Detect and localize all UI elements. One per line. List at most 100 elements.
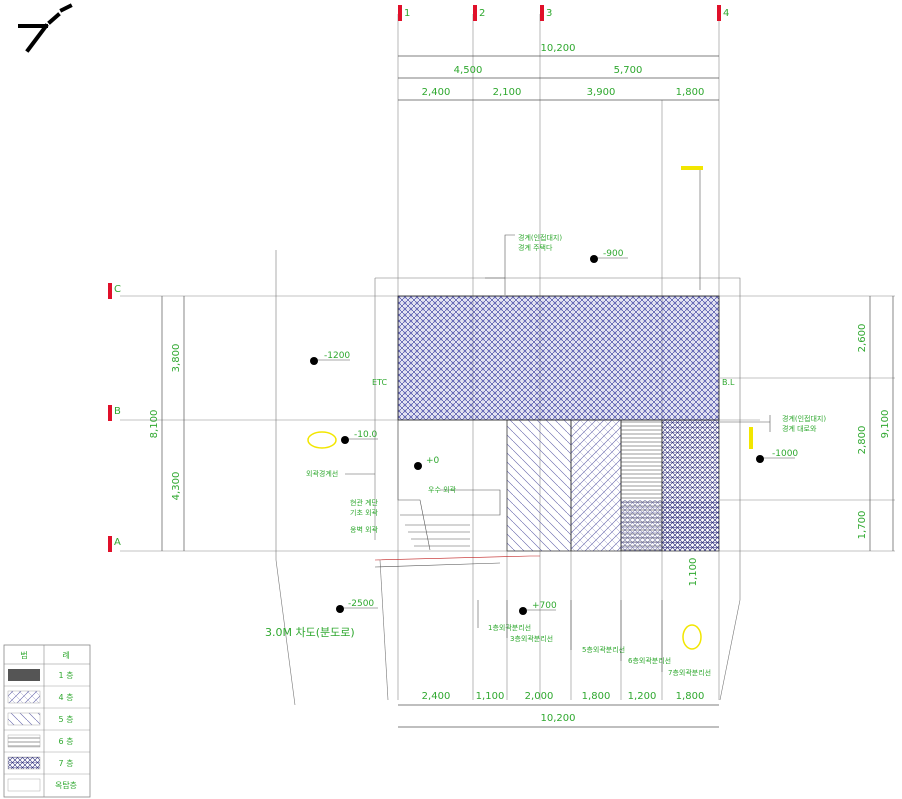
legend-header-2: 례 [62, 650, 69, 660]
grid-label-3: 3 [546, 8, 552, 19]
dim-top-mid-1: 4,500 [454, 65, 483, 76]
elevation-inner: +0 [414, 456, 440, 470]
bottom-dimensions: 2,400 1,100 2,000 1,800 1,200 1,800 10,2… [422, 691, 705, 724]
svg-text:외곽경계선: 외곽경계선 [306, 469, 338, 478]
svg-text:ETC: ETC [372, 378, 387, 387]
grid-marker-c [108, 283, 112, 299]
dim-bottom-total: 10,200 [541, 713, 576, 724]
dim-bottom-sub-2: 1,100 [476, 691, 505, 702]
svg-text:경계(인접대지): 경계(인접대지) [782, 414, 826, 423]
dim-bottom-sub-1: 2,400 [422, 691, 451, 702]
legend-header-1: 범 [20, 650, 27, 660]
side-labels: ETC B.L [372, 378, 735, 387]
dim-right-sub-1: 2,600 [857, 324, 868, 353]
legend-label-3: 5 층 [59, 715, 74, 724]
top-dimension-lines [398, 55, 719, 101]
legend-label-5: 7 층 [59, 759, 74, 768]
grid-marker-3 [540, 5, 544, 21]
svg-text:현관 계단: 현관 계단 [350, 498, 379, 507]
svg-text:-2500: -2500 [348, 599, 374, 609]
grid-label-2: 2 [479, 8, 485, 19]
area-zone-a [506, 419, 572, 552]
dim-top-sub-1: 2,400 [422, 87, 451, 98]
svg-text:+700: +700 [532, 601, 557, 611]
elevation-markers: -900 -1200 -10.0 +0 -1000 -2500 [307, 249, 798, 615]
grid-marker-1 [398, 5, 402, 21]
grid-marker-b [108, 405, 112, 421]
elevation-left-mid: -10.0 [307, 430, 378, 449]
dim-bottom-sub-3: 2,000 [525, 691, 554, 702]
legend-swatch-4 [7, 734, 41, 748]
svg-text:3층외곽분리선: 3층외곽분리선 [510, 634, 553, 643]
top-dimensions: 10,200 4,500 5,700 2,400 2,100 3,900 1,8… [422, 43, 705, 98]
dim-top-sub-4: 1,800 [676, 87, 705, 98]
north-arrow-icon [18, 3, 73, 53]
dim-top-sub-2: 2,100 [493, 87, 522, 98]
elevation-right: -1000 [756, 449, 798, 463]
svg-text:5층외곽분리선: 5층외곽분리선 [582, 645, 625, 654]
legend-label-4: 6 층 [59, 737, 74, 746]
svg-text:6층외곽분리선: 6층외곽분리선 [628, 656, 671, 665]
svg-text:옹벽 외곽: 옹벽 외곽 [350, 525, 379, 534]
dim-right-total: 9,100 [880, 410, 891, 439]
bottom-notes: 1층외곽분리선 3층외곽분리선 5층외곽분리선 6층외곽분리선 7층외곽분리선 [477, 600, 711, 677]
top-note: 경계(인접대지) 경계 주택다 [485, 233, 562, 295]
svg-text:1층외곽분리선: 1층외곽분리선 [488, 623, 531, 632]
building-floor-areas [397, 295, 720, 552]
column-grid-markers: 1 2 3 4 [398, 5, 729, 21]
legend-label-6: 옥탑층 [55, 781, 77, 790]
svg-text:+0: +0 [426, 456, 440, 466]
left-notes: 외곽경계선 우수 외곽 현관 계단 기초 외곽 옹벽 외곽 [306, 469, 457, 534]
grid-label-a: A [114, 537, 121, 548]
svg-text:-900: -900 [603, 249, 624, 259]
right-dimensions: 2,600 2,800 1,700 9,100 1,100 [688, 324, 891, 587]
svg-text:경계 대로와: 경계 대로와 [782, 424, 817, 433]
legend-swatch-5 [7, 756, 41, 770]
grid-marker-2 [473, 5, 477, 21]
legend-label-1: 1 층 [59, 671, 74, 680]
elevation-bottom-left: -2500 [336, 599, 378, 613]
row-grid-markers: C B A [108, 283, 121, 552]
left-dimension-lines [161, 296, 185, 551]
svg-text:7층외곽분리선: 7층외곽분리선 [668, 668, 711, 677]
svg-text:B.L: B.L [722, 378, 735, 387]
legend-swatch-6 [7, 778, 41, 792]
dim-bottom-sub-5: 1,200 [628, 691, 657, 702]
legend-label-2: 4 층 [59, 693, 74, 702]
grid-label-1: 1 [404, 8, 410, 19]
dim-right-sub-2: 2,800 [857, 426, 868, 455]
road-label: 3.0M 차도(분도로) [265, 626, 355, 639]
svg-text:경계 주택다: 경계 주택다 [518, 243, 553, 252]
svg-text:-1000: -1000 [772, 449, 798, 459]
elevation-bottom-mid: +700 [519, 601, 557, 615]
dim-top-mid-2: 5,700 [614, 65, 643, 76]
legend: 범 례 1 층 4 층 5 층 6 층 7 층 옥탑층 [3, 644, 91, 798]
elevation-top: -900 [590, 249, 628, 263]
entry-stairs [374, 420, 540, 568]
dim-bottom-sub-4: 1,800 [582, 691, 611, 702]
area-zone-b [570, 419, 622, 552]
grid-label-b: B [114, 406, 121, 417]
bottom-dimension-lines [398, 704, 719, 728]
grid-marker-4 [717, 5, 721, 21]
dim-bottom-sub-6: 1,800 [676, 691, 705, 702]
highlight-marks [681, 166, 753, 650]
svg-text:우수 외곽: 우수 외곽 [428, 485, 457, 494]
grid-label-c: C [114, 284, 121, 295]
dim-top-sub-3: 3,900 [587, 87, 616, 98]
svg-text:경계(인접대지): 경계(인접대지) [518, 233, 562, 242]
legend-swatch-3 [7, 712, 41, 726]
right-note: 경계(인접대지) 경계 대로와 [720, 414, 826, 433]
svg-text:기초 외곽: 기초 외곽 [350, 508, 379, 517]
elevation-left-upper: -1200 [310, 351, 350, 365]
grid-marker-a [108, 536, 112, 552]
dim-left-mid-1: 3,800 [171, 344, 182, 373]
svg-text:-1200: -1200 [324, 351, 350, 361]
grid-label-4: 4 [723, 8, 729, 19]
dim-top-total: 10,200 [541, 43, 576, 54]
dim-left-total: 8,100 [149, 410, 160, 439]
legend-swatch-1 [8, 669, 40, 681]
dim-left-mid-2: 4,300 [171, 472, 182, 501]
dim-right-sub-3: 1,700 [857, 511, 868, 540]
legend-swatch-2 [7, 690, 41, 704]
